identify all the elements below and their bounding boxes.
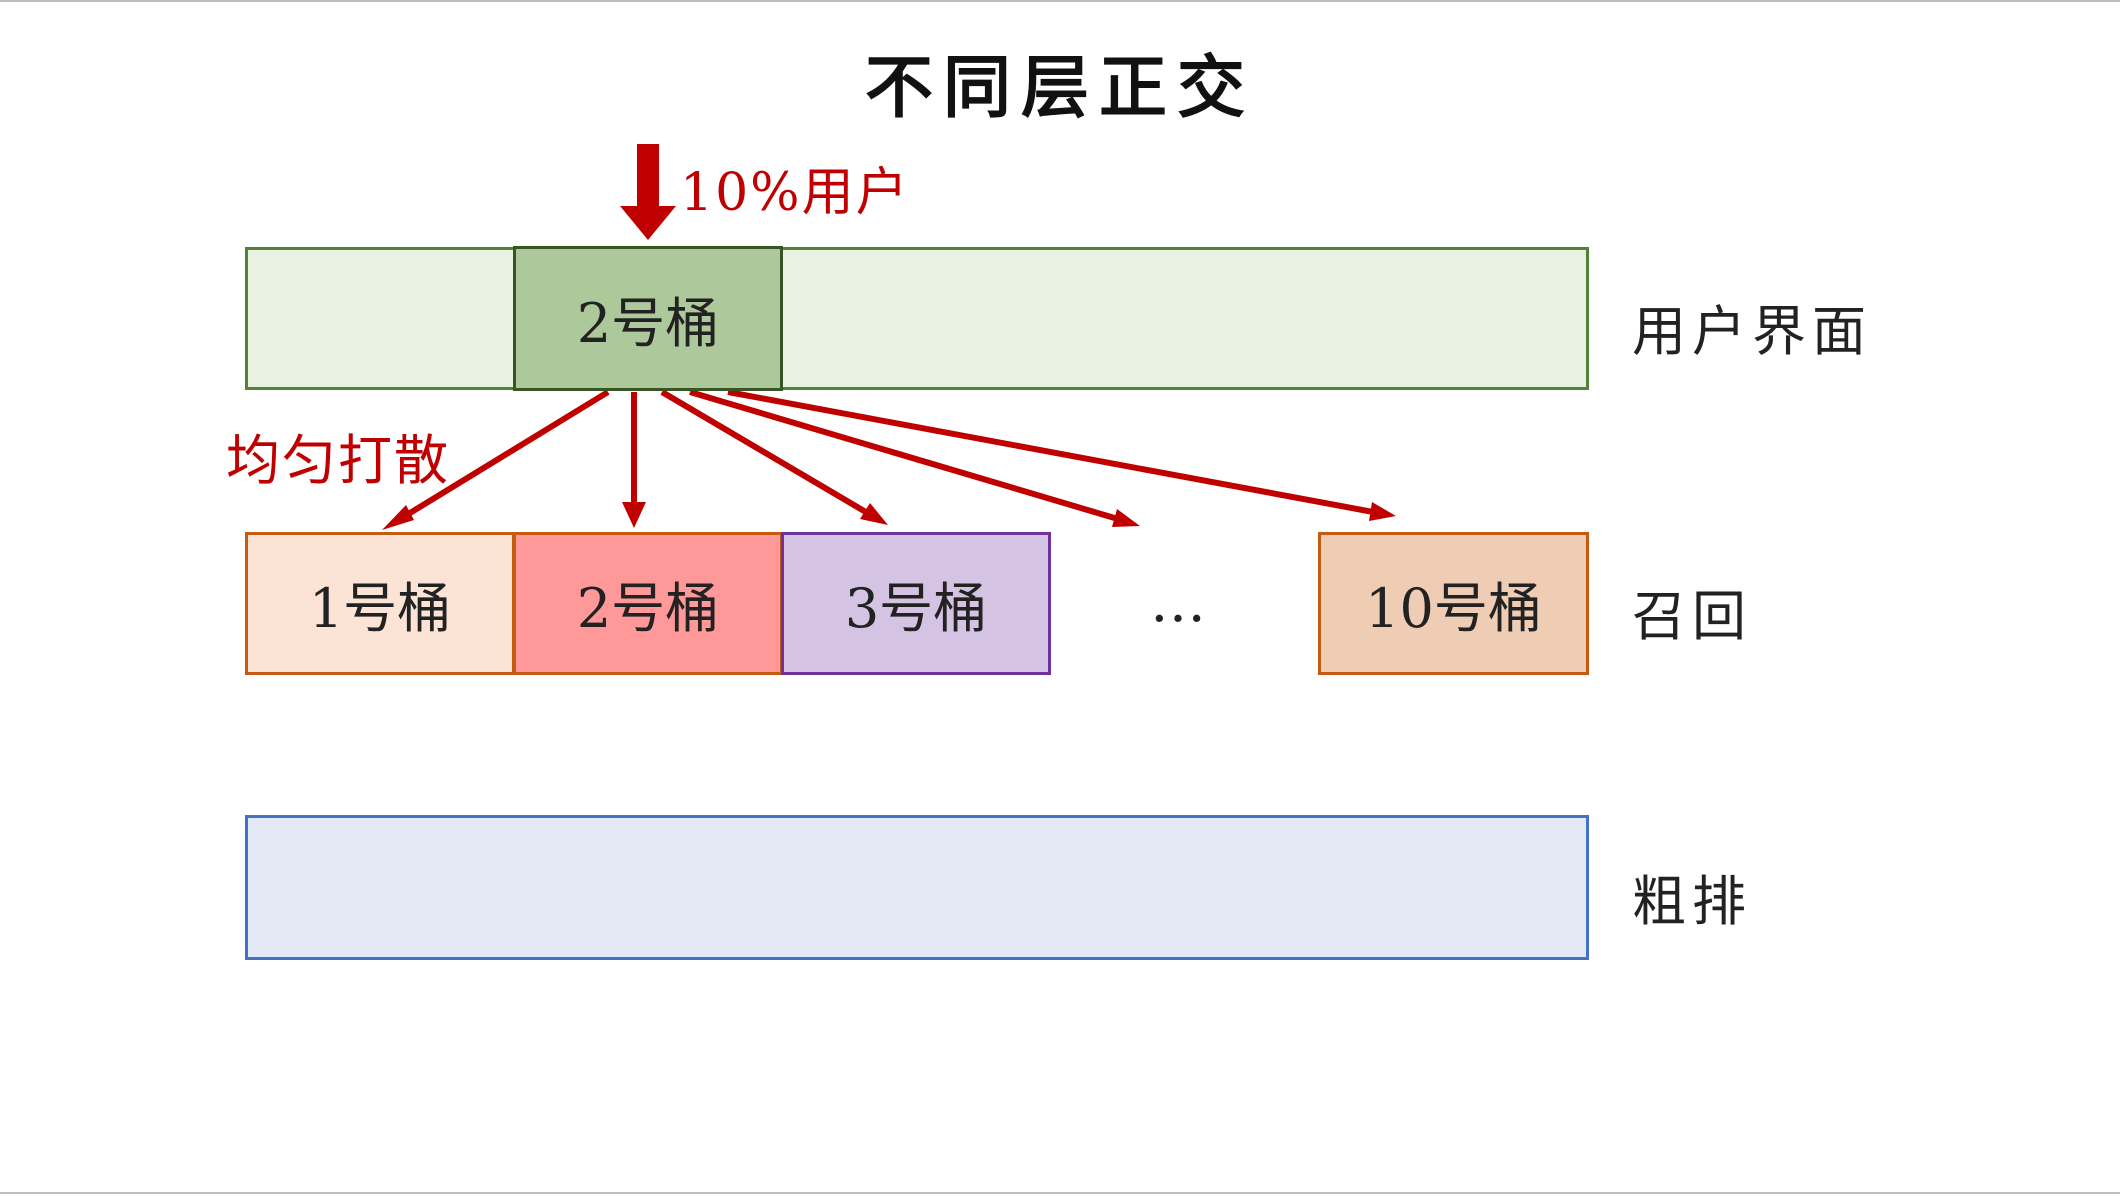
arrow-to-bucket-3 [660,389,878,521]
recall-bucket-3-label: 3号桶 [844,577,988,640]
ui-bucket-2: 2号桶 [513,246,783,391]
arrow-to-bucket-10 [727,389,1385,517]
recall-bucket-10-label: 10号桶 [1365,577,1542,640]
ui-layer-bar [245,247,1589,390]
recall-bucket-2: 2号桶 [513,532,783,675]
arrow-head-4 [1112,509,1140,527]
arrow-head-3 [860,503,888,525]
recall-bucket-10: 10号桶 [1318,532,1589,675]
spread-label: 均匀打散 [226,429,450,492]
coarse-layer-bar [245,815,1589,960]
arrow-head-2 [622,502,646,528]
ui-bucket-2-label: 2号桶 [576,292,720,355]
coarse-layer-label: 粗排 [1632,870,1752,933]
arrow-head-5 [1369,502,1396,521]
spread-arrows [382,389,1396,530]
entry-arrow [620,144,676,240]
recall-layer-label: 召回 [1632,585,1752,648]
recall-bucket-2-label: 2号桶 [576,577,720,640]
recall-bucket-1-label: 1号桶 [308,577,452,640]
arrow-head-1 [382,505,414,530]
ui-layer-label: 用户界面 [1632,300,1872,363]
users-percent-label: 10%用户 [680,163,910,223]
arrow-to-ellipsis [689,389,1129,525]
recall-bucket-3: 3号桶 [781,532,1051,675]
page-title: 不同层正交 [864,48,1255,128]
recall-bucket-1: 1号桶 [245,532,515,675]
recall-ellipsis: … [1150,570,1206,635]
